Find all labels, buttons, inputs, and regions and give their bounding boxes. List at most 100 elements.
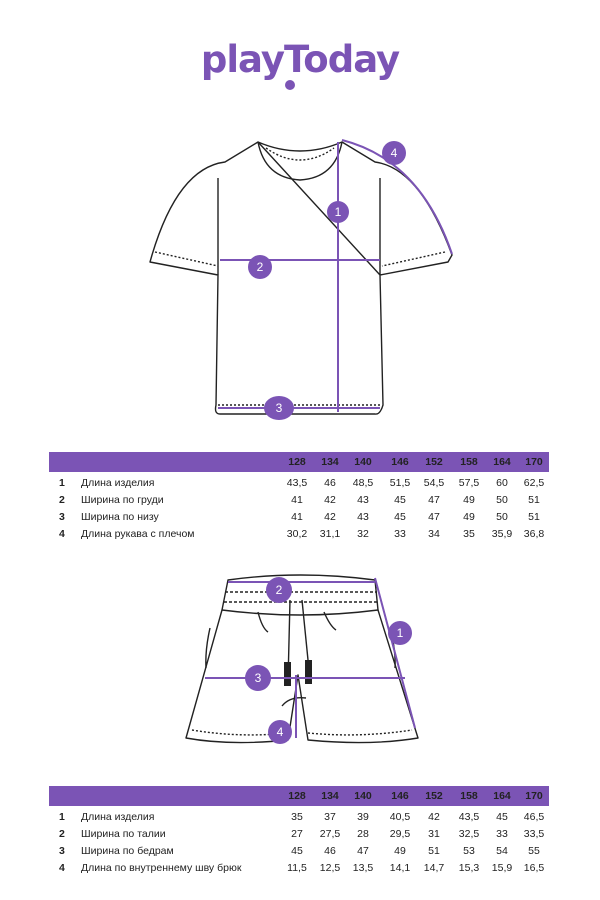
size-col: 134 — [321, 790, 339, 802]
cell: 31 — [428, 828, 440, 840]
table-row: 4 Длина по внутреннему шву брюк 11,5 12,… — [49, 859, 549, 876]
shorts-drawing: 1 2 3 4 — [185, 574, 419, 744]
cell: 49 — [394, 845, 406, 857]
cell: 49 — [463, 511, 475, 523]
size-col: 164 — [493, 790, 511, 802]
size-col: 146 — [391, 790, 409, 802]
cell: 11,5 — [287, 862, 307, 874]
cell: 45 — [496, 811, 508, 823]
brand-logo: playToday — [200, 38, 400, 81]
cell: 51 — [528, 511, 540, 523]
row-number: 4 — [59, 862, 65, 874]
cell: 45 — [394, 511, 406, 523]
row-number: 4 — [59, 528, 65, 540]
table-row: 2 Ширина по талии 27 27,5 28 29,5 31 32,… — [49, 825, 549, 842]
cell: 43 — [357, 494, 369, 506]
shorts-marker-1: 1 — [397, 626, 404, 640]
cell: 54 — [496, 845, 508, 857]
size-col: 140 — [354, 456, 372, 468]
size-col: 146 — [391, 456, 409, 468]
size-col: 152 — [425, 790, 443, 802]
cell: 35,9 — [491, 528, 513, 540]
cell: 40,5 — [389, 811, 411, 823]
shorts-marker-4: 4 — [277, 725, 284, 739]
cell: 28 — [357, 828, 369, 840]
cell: 36,8 — [523, 528, 545, 540]
row-label: Длина изделия — [81, 477, 155, 489]
size-col: 140 — [354, 790, 372, 802]
row-label: Длина изделия — [81, 811, 155, 823]
cell: 47 — [357, 845, 369, 857]
cell: 50 — [496, 494, 508, 506]
row-label: Ширина по груди — [81, 494, 164, 506]
size-col: 158 — [460, 790, 478, 802]
shorts-marker-2: 2 — [276, 583, 283, 597]
size-col: 134 — [321, 456, 339, 468]
cell: 42 — [324, 511, 336, 523]
row-number: 3 — [59, 511, 65, 523]
cell: 62,5 — [523, 477, 545, 489]
tshirt-marker-4: 4 — [391, 146, 398, 160]
tshirt-table-body: 1 Длина изделия 43,5 46 48,5 51,5 54,5 5… — [49, 472, 549, 542]
cell: 60 — [496, 477, 508, 489]
cell: 15,9 — [491, 862, 513, 874]
cell: 51,5 — [389, 477, 411, 489]
cell: 14,1 — [389, 862, 411, 874]
row-number: 1 — [59, 811, 65, 823]
cell: 39 — [357, 811, 369, 823]
cell: 48,5 — [352, 477, 374, 489]
row-label: Длина по внутреннему шву брюк — [81, 862, 242, 874]
cell: 43,5 — [458, 811, 480, 823]
size-col: 128 — [288, 790, 306, 802]
cell: 57,5 — [458, 477, 480, 489]
tshirt-size-table: 128 134 140 146 152 158 164 170 1 Длина … — [49, 452, 549, 542]
cell: 16,5 — [523, 862, 545, 874]
row-label: Ширина по бедрам — [81, 845, 174, 857]
size-col: 158 — [460, 456, 478, 468]
cell: 43,5 — [286, 477, 308, 489]
shorts-size-table: 128 134 140 146 152 158 164 170 1 Длина … — [49, 786, 549, 876]
cell: 13,5 — [352, 862, 374, 874]
cell: 41 — [291, 494, 303, 506]
cell: 35 — [463, 528, 475, 540]
shorts-table-header: 128 134 140 146 152 158 164 170 — [49, 786, 549, 806]
cell: 33 — [394, 528, 406, 540]
row-number: 2 — [59, 494, 65, 506]
cell: 27,5 — [319, 828, 341, 840]
cell: 49 — [463, 494, 475, 506]
cell: 12,5 — [319, 862, 341, 874]
cell: 33 — [496, 828, 508, 840]
cell: 46 — [324, 845, 336, 857]
size-col: 152 — [425, 456, 443, 468]
table-row: 3 Ширина по бедрам 45 46 47 49 51 53 54 … — [49, 842, 549, 859]
cell: 53 — [463, 845, 475, 857]
size-col: 170 — [525, 790, 543, 802]
size-col: 170 — [525, 456, 543, 468]
row-number: 1 — [59, 477, 65, 489]
size-col: 128 — [288, 456, 306, 468]
cell: 35 — [291, 811, 303, 823]
row-label: Ширина по низу — [81, 511, 159, 523]
table-row: 3 Ширина по низу 41 42 43 45 47 49 50 51 — [49, 508, 549, 525]
table-row: 1 Длина изделия 35 37 39 40,5 42 43,5 45… — [49, 808, 549, 825]
cell: 55 — [528, 845, 540, 857]
cell: 51 — [528, 494, 540, 506]
cell: 45 — [291, 845, 303, 857]
cell: 33,5 — [523, 828, 545, 840]
cell: 51 — [428, 845, 440, 857]
cell: 50 — [496, 511, 508, 523]
cell: 46 — [324, 477, 336, 489]
tshirt-marker-3: 3 — [276, 401, 283, 415]
cell: 45 — [394, 494, 406, 506]
shorts-marker-3: 3 — [255, 671, 262, 685]
row-label: Длина рукава с плечом — [81, 528, 195, 540]
cell: 47 — [428, 511, 440, 523]
row-label: Ширина по талии — [81, 828, 166, 840]
shorts-table-body: 1 Длина изделия 35 37 39 40,5 42 43,5 45… — [49, 806, 549, 876]
logo-dot — [285, 80, 295, 90]
cell: 43 — [357, 511, 369, 523]
size-col: 164 — [493, 456, 511, 468]
tshirt-table-header: 128 134 140 146 152 158 164 170 — [49, 452, 549, 472]
cell: 54,5 — [423, 477, 445, 489]
table-row: 4 Длина рукава с плечом 30,2 31,1 32 33 … — [49, 525, 549, 542]
